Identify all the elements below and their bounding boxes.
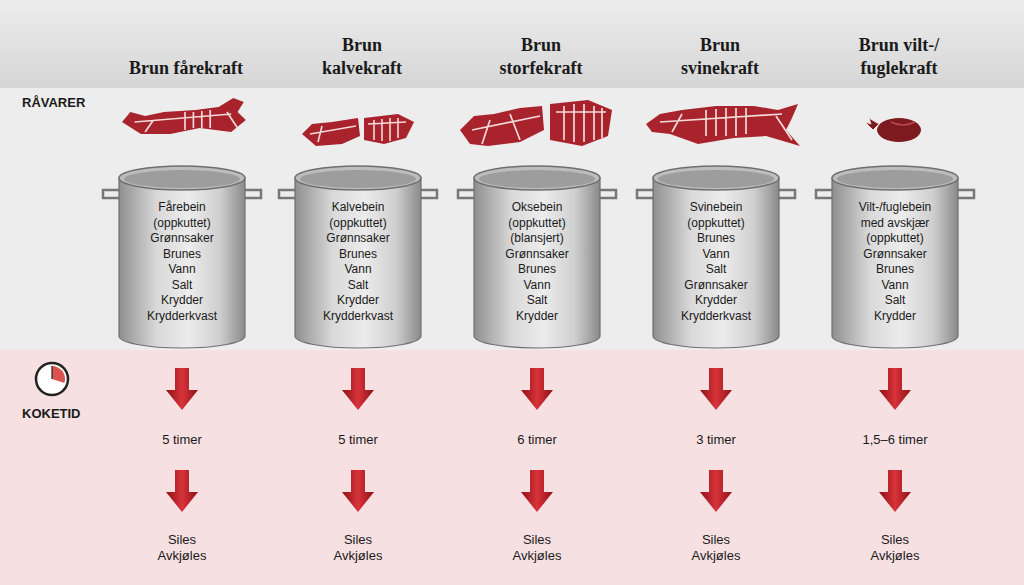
ingredient: Krydder bbox=[309, 293, 407, 309]
ingredient: Vann bbox=[133, 262, 231, 278]
cooking-time: 1,5–6 timer bbox=[840, 432, 950, 448]
ingredient: Vann bbox=[309, 262, 407, 278]
ingredient-list: Kalvebein (oppkuttet)GrønnsakerBrunesVan… bbox=[309, 166, 407, 324]
flow-arrows bbox=[166, 368, 911, 512]
flow-arrow bbox=[166, 368, 198, 410]
stock-pot: Vilt-/fuglebein med avskjær (oppkuttet)G… bbox=[830, 166, 960, 348]
ingredient: Kalvebein (oppkuttet) bbox=[309, 200, 407, 231]
flow-arrow bbox=[342, 470, 374, 512]
ingredient: Brunes bbox=[133, 247, 231, 263]
ingredient: Krydderkvast bbox=[133, 309, 231, 325]
final-step: Siles Avkjøles bbox=[864, 532, 926, 564]
column-title: Brun svinekraft bbox=[662, 34, 778, 80]
flow-arrow bbox=[342, 368, 374, 410]
column-title: Brun vilt-/ fuglekraft bbox=[841, 34, 957, 80]
ingredient: Krydderkvast bbox=[667, 309, 765, 325]
ingredient: Fårebein (oppkuttet) bbox=[133, 200, 231, 231]
cooking-time: 3 timer bbox=[661, 432, 771, 448]
ingredient: Brunes bbox=[667, 231, 765, 247]
ingredient: Salt bbox=[488, 293, 586, 309]
veal-carcass bbox=[302, 114, 414, 146]
ingredient: Vilt-/fuglebein med avskjær (oppkuttet) bbox=[846, 200, 944, 247]
ingredient-list: Oksebein (oppkuttet) (blansjert)Grønnsak… bbox=[488, 166, 586, 324]
ingredient: Krydder bbox=[846, 309, 944, 325]
stock-pot: Fårebein (oppkuttet)GrønnsakerBrunesVann… bbox=[117, 166, 247, 348]
flow-arrow bbox=[879, 368, 911, 410]
ingredient: Grønnsaker bbox=[309, 231, 407, 247]
ingredient: Vann bbox=[846, 278, 944, 294]
column-title: Brun kalvekraft bbox=[304, 34, 420, 80]
flow-arrow bbox=[166, 470, 198, 512]
ingredient: Vann bbox=[488, 278, 586, 294]
ingredient: Grønnsaker bbox=[133, 231, 231, 247]
cooking-band bbox=[0, 350, 1024, 585]
clock-icon bbox=[36, 363, 68, 395]
ingredient: Oksebein (oppkuttet) (blansjert) bbox=[488, 200, 586, 247]
section-label: KOKETID bbox=[22, 406, 122, 421]
ingredient: Grønnsaker bbox=[846, 247, 944, 263]
cooking-time: 5 timer bbox=[303, 432, 413, 448]
ingredient: Salt bbox=[309, 278, 407, 294]
ingredient: Brunes bbox=[846, 262, 944, 278]
bird-carcass bbox=[865, 118, 921, 142]
ingredient: Krydderkvast bbox=[309, 309, 407, 325]
ingredient: Grønnsaker bbox=[667, 278, 765, 294]
ingredient: Krydder bbox=[133, 293, 231, 309]
ingredient: Grønnsaker bbox=[488, 247, 586, 263]
beef-carcass bbox=[460, 100, 612, 146]
stock-pot: Oksebein (oppkuttet) (blansjert)Grønnsak… bbox=[472, 166, 602, 348]
lamb-carcass bbox=[122, 98, 246, 134]
meat-illustrations bbox=[122, 98, 921, 146]
section-label: RÅVARER bbox=[22, 95, 122, 110]
flow-arrow bbox=[521, 470, 553, 512]
ingredients-band bbox=[0, 88, 1024, 350]
header-band bbox=[0, 0, 1024, 88]
ingredient: Svinebein (oppkuttet) bbox=[667, 200, 765, 231]
flow-arrow bbox=[521, 368, 553, 410]
ingredient: Salt bbox=[667, 262, 765, 278]
column-title: Brun fårekraft bbox=[128, 57, 244, 80]
pig-carcass bbox=[646, 104, 800, 146]
cooking-time: 6 timer bbox=[482, 432, 592, 448]
stock-pot: Kalvebein (oppkuttet)GrønnsakerBrunesVan… bbox=[293, 166, 423, 348]
stock-pot: Svinebein (oppkuttet)BrunesVannSaltGrønn… bbox=[651, 166, 781, 348]
final-step: Siles Avkjøles bbox=[151, 532, 213, 564]
ingredient-list: Vilt-/fuglebein med avskjær (oppkuttet)G… bbox=[846, 166, 944, 324]
ingredient-list: Svinebein (oppkuttet)BrunesVannSaltGrønn… bbox=[667, 166, 765, 324]
cooking-time: 5 timer bbox=[127, 432, 237, 448]
ingredient: Salt bbox=[133, 278, 231, 294]
flow-arrow bbox=[879, 470, 911, 512]
ingredient: Brunes bbox=[488, 262, 586, 278]
ingredient: Krydder bbox=[667, 293, 765, 309]
ingredient: Brunes bbox=[309, 247, 407, 263]
ingredient-list: Fårebein (oppkuttet)GrønnsakerBrunesVann… bbox=[133, 166, 231, 324]
final-step: Siles Avkjøles bbox=[685, 532, 747, 564]
column-title: Brun storfekraft bbox=[483, 34, 599, 80]
final-step: Siles Avkjøles bbox=[327, 532, 389, 564]
flow-arrow bbox=[700, 368, 732, 410]
ingredient: Krydder bbox=[488, 309, 586, 325]
final-step: Siles Avkjøles bbox=[506, 532, 568, 564]
ingredient: Vann bbox=[667, 247, 765, 263]
flow-arrow bbox=[700, 470, 732, 512]
ingredient: Salt bbox=[846, 293, 944, 309]
